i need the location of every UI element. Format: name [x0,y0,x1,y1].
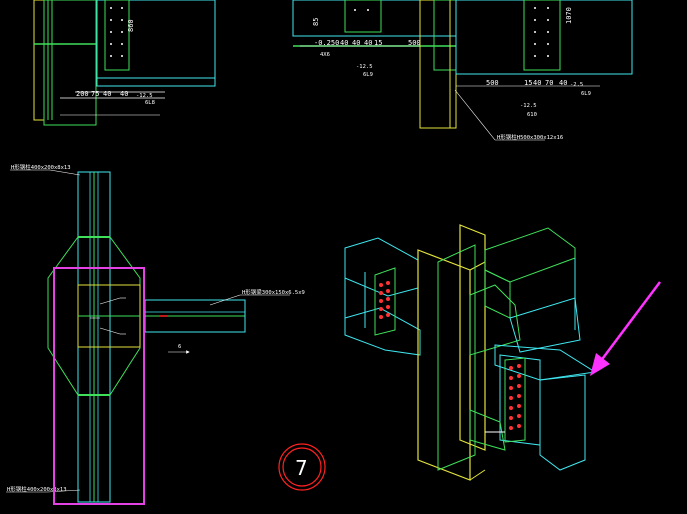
detail-marker: 7 [278,443,326,491]
top-right-connection-detail: -0.250 40 40 40 15 500 4X6 -12.5 6L9 500… [292,0,633,141]
tr-callout-3-sub: 6L9 [581,91,591,97]
detail-number: 7 [295,456,308,480]
tr-dim-e: 15 [374,39,382,47]
tr-callout-3: -2.5 [570,82,583,88]
tr-callout-2-sub: 6L9 [363,72,373,78]
tr-callout-2: -12.5 [356,64,373,70]
top-column-note: H形钢柱400x200x8x13 [11,163,71,171]
tr-dim-c: 40 [352,39,360,47]
tr-dim-d: 40 [364,39,372,47]
tr-dim-g: 500 [486,79,499,87]
elevation-detail: H形钢梁300x150x6.5x9 6 H形钢柱400x200x8x13 H形钢… [6,163,305,505]
weld-symbol: 6 [178,344,181,350]
tr-dim-b: 40 [340,39,348,47]
tr-callout-4-sub: 610 [527,112,537,118]
tr-dim-i: 40 [533,79,541,87]
tr-dim-k: 40 [559,79,567,87]
tl-callout-sub: 6L8 [145,100,155,106]
tl-dim-4: 40 [120,90,128,98]
bottom-column-note: H形钢柱400x200x8x13 [7,485,67,493]
tr-side-dim: 1070 [565,7,573,24]
top-left-connection-detail: 200 75 40 40 -12.5 6L8 860 [33,0,216,126]
tr-leader-note: H形钢柱H500x300x12x16 [497,133,563,141]
highlight-box [53,267,145,505]
tr-left-dim: 85 [312,18,320,26]
beam-note: H形钢梁300x150x6.5x9 [242,288,305,296]
tl-callout: -12.5 [136,93,153,99]
tr-dim-j: 70 [545,79,553,87]
tl-side-dim: 860 [127,19,135,32]
isometric-joint-view [344,224,597,481]
tl-dim-3: 40 [103,90,111,98]
tl-dim-1: 200 [76,90,89,98]
tr-dim-a: -0.250 [314,39,339,47]
tr-callout-4: -12.5 [520,103,537,109]
tr-callout-1: 4X6 [320,52,330,58]
tr-dim-h: 15 [524,79,532,87]
tl-dim-2: 75 [91,90,99,98]
highlight-arrow [590,281,661,376]
tr-dim-f: 500 [408,39,421,47]
